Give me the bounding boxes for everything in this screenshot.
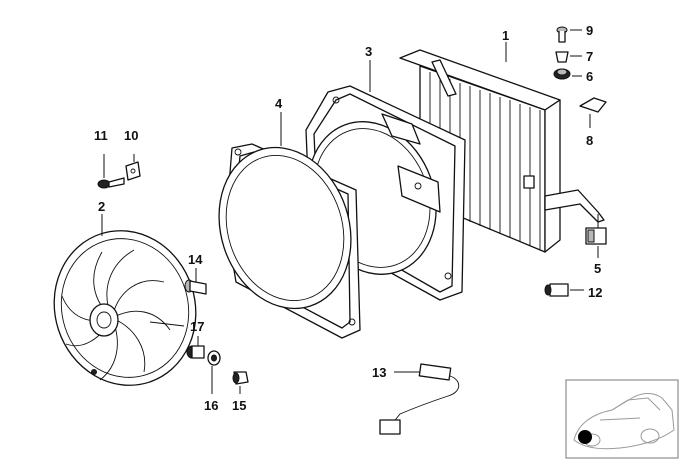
bushing-6 — [553, 68, 582, 80]
rubber-mount-17 — [186, 336, 205, 359]
callout-11: 11 — [94, 128, 108, 143]
electric-fan — [53, 230, 197, 386]
screw-9 — [556, 26, 582, 43]
clip-8 — [579, 97, 607, 128]
callout-13: 13 — [372, 365, 386, 380]
washer-16 — [207, 350, 221, 394]
callout-4: 4 — [275, 96, 283, 111]
callout-10: 10 — [124, 128, 138, 143]
vehicle-location-inset — [565, 379, 679, 459]
callout-8: 8 — [586, 133, 593, 148]
sensor-plug-5 — [585, 227, 607, 258]
callout-2: 2 — [98, 199, 105, 214]
callout-5: 5 — [594, 261, 601, 276]
fan-shroud-front — [218, 143, 361, 339]
stud-14 — [184, 268, 207, 295]
callout-12: 12 — [588, 285, 602, 300]
grommet-7 — [555, 51, 582, 63]
nut-clip-10 — [125, 154, 141, 181]
filled-circle-icon — [578, 430, 592, 444]
callout-6: 6 — [586, 69, 593, 84]
callout-15: 15 — [232, 398, 246, 413]
temp-switch-12 — [544, 283, 584, 297]
callout-3: 3 — [365, 44, 372, 59]
callout-17: 17 — [190, 319, 204, 334]
bolt-11 — [97, 154, 125, 189]
nut-15 — [232, 371, 249, 394]
callout-14: 14 — [188, 252, 203, 267]
callout-1: 1 — [502, 28, 509, 43]
fan-resistor-13 — [379, 363, 460, 435]
callout-7: 7 — [586, 49, 593, 64]
callout-16: 16 — [204, 398, 218, 413]
callout-9: 9 — [586, 23, 593, 38]
